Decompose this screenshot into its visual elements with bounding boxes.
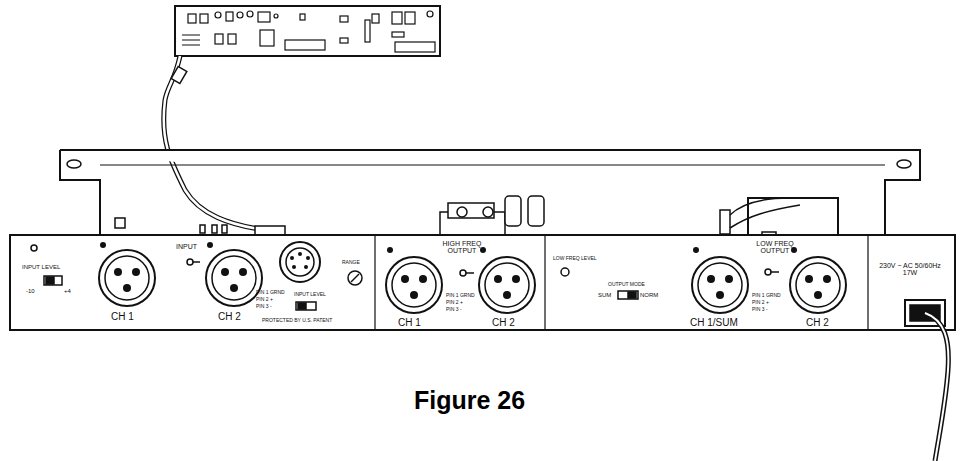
switch-position: SUM (598, 292, 611, 298)
section-label: LOW FREQ OUTPUT (752, 240, 798, 255)
pin-label: PIN 1 GRND (752, 293, 781, 298)
switch-position: +4 (64, 288, 71, 294)
switch-label: OUTPUT MODE (608, 282, 645, 287)
knob-label: LOW FREQ LEVEL (553, 256, 597, 261)
figure-caption: Figure 26 (414, 386, 525, 415)
pin-label: PIN 2 + (446, 300, 463, 305)
pin-label: PIN 3 - (752, 307, 768, 312)
switch-position: -10 (26, 288, 35, 294)
channel-label: CH 2 (218, 312, 241, 323)
channel-label: CH 2 (806, 318, 829, 329)
knob-label: RANGE (342, 260, 360, 265)
channel-label: CH 1 (111, 312, 134, 323)
patent-note: PROTECTED BY U.S. PATENT (262, 318, 332, 323)
pin-label: PIN 2 + (256, 297, 273, 302)
pin-label: PIN 1 GRND (256, 290, 285, 295)
channel-label: CH 1/SUM (690, 318, 738, 329)
channel-label: CH 2 (492, 318, 515, 329)
switch-label: INPUT LEVEL (22, 264, 60, 270)
channel-label: CH 1 (398, 318, 421, 329)
switch-position: NORM (640, 292, 658, 298)
pin-label: PIN 3 - (256, 304, 272, 309)
section-label: INPUT (176, 243, 197, 250)
switch-label: INPUT LEVEL (294, 292, 326, 297)
pin-label: PIN 1 GRND (446, 293, 475, 298)
power-rating: 230V ~ AC 50/60Hz 17W (874, 262, 946, 277)
pin-label: PIN 2 + (752, 300, 769, 305)
pin-label: PIN 3 - (446, 307, 462, 312)
section-label: HIGH FREQ OUTPUT (432, 240, 492, 255)
